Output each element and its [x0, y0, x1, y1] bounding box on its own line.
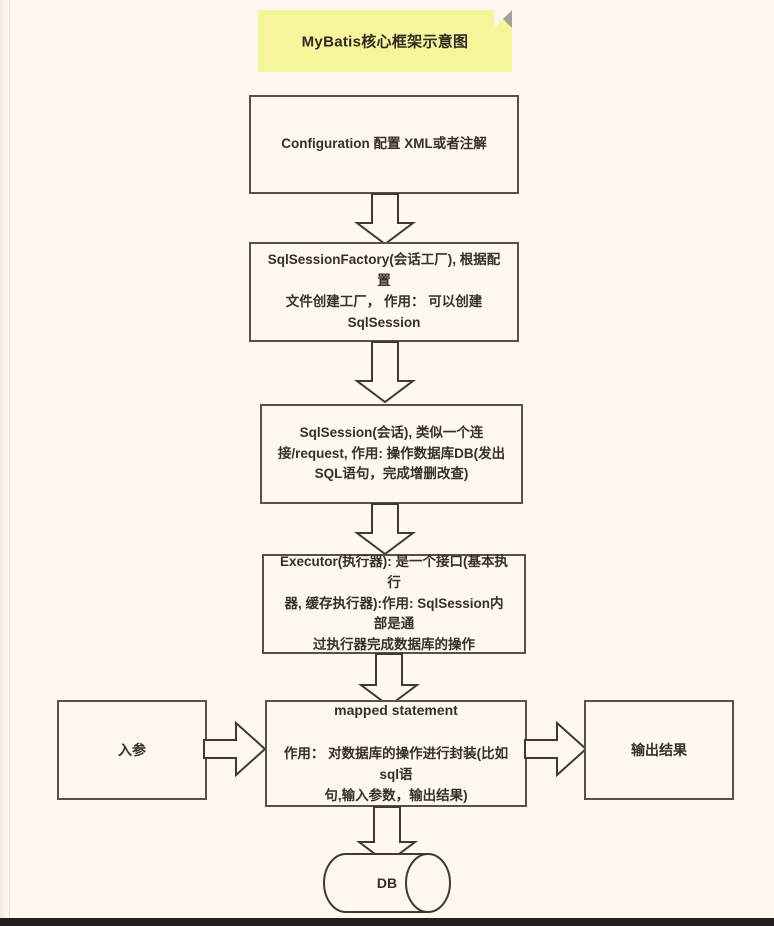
node-mapped-statement-subtitle: 作用： 对数据库的操作进行封装(比如sql语 句,输入参数，输出结果)	[283, 745, 509, 803]
node-sql-session-label: SqlSession(会话), 类似一个连 接/request, 作用: 操作数…	[277, 424, 506, 482]
node-database-label: DB	[376, 875, 398, 891]
title-sticky-note: MyBatis核心框架示意图	[258, 10, 512, 72]
node-executor[interactable]: Executor(执行器): 是一个接口(基本执行 器, 缓存执行器):作用: …	[262, 554, 526, 654]
node-mapped-statement[interactable]: mapped statement 作用： 对数据库的操作进行封装(比如sql语 …	[265, 700, 527, 807]
node-input-params-label: 入参	[118, 742, 146, 758]
arrow-mapped-statement-to-output	[524, 720, 588, 778]
node-sql-session[interactable]: SqlSession(会话), 类似一个连 接/request, 作用: 操作数…	[260, 404, 523, 504]
node-mapped-statement-title: mapped statement	[334, 702, 458, 719]
node-sql-session-factory[interactable]: SqlSessionFactory(会话工厂), 根据配置 文件创建工厂， 作用…	[249, 242, 519, 342]
page-left-rule	[9, 0, 10, 926]
page-bottom-edge	[0, 918, 774, 926]
diagram-title: MyBatis核心框架示意图	[301, 33, 469, 51]
node-database[interactable]: DB	[322, 852, 452, 914]
arrow-mapped-statement-to-database	[356, 806, 418, 865]
page-left-edge	[0, 0, 9, 926]
node-output-result[interactable]: 输出结果	[584, 700, 734, 800]
node-configuration[interactable]: Configuration 配置 XML或者注解	[249, 95, 519, 194]
sticky-note-fold-highlight	[494, 10, 512, 28]
node-input-params[interactable]: 入参	[57, 700, 207, 800]
node-configuration-label: Configuration 配置 XML或者注解	[281, 136, 487, 152]
arrow-input-to-mapped-statement	[203, 720, 267, 778]
node-sql-session-factory-label: SqlSessionFactory(会话工厂), 根据配置 文件创建工厂， 作用…	[267, 252, 501, 330]
arrow-factory-to-session	[354, 341, 416, 404]
arrow-session-to-executor	[354, 503, 416, 556]
arrow-executor-to-mapped-statement	[358, 653, 420, 708]
node-output-result-label: 输出结果	[631, 742, 687, 758]
arrow-configuration-to-factory	[354, 193, 416, 246]
node-executor-label: Executor(执行器): 是一个接口(基本执行 器, 缓存执行器):作用: …	[279, 553, 508, 653]
